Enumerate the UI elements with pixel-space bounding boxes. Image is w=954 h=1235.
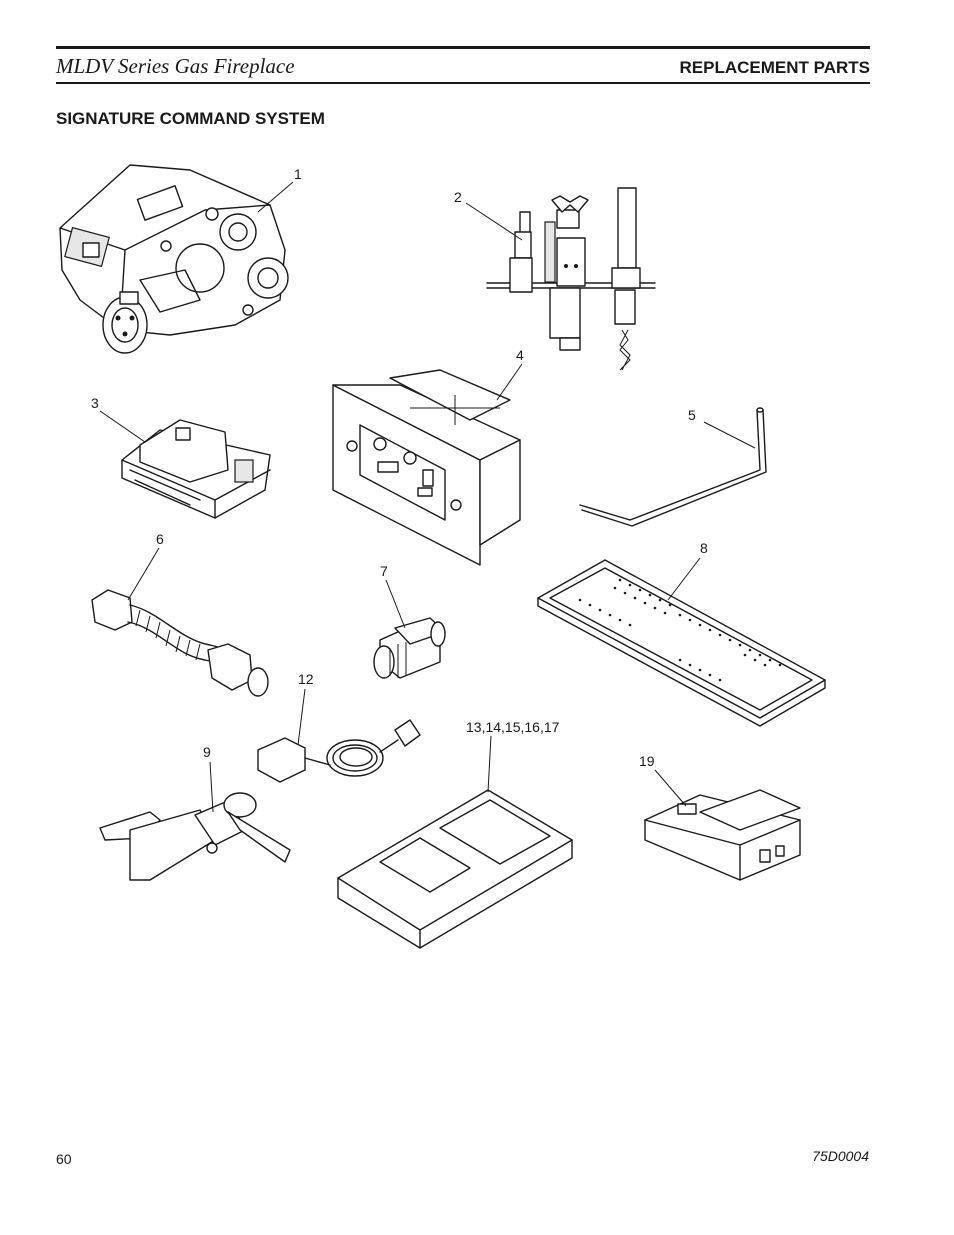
callout-9: 9 (203, 744, 211, 760)
callout-6: 6 (156, 531, 164, 547)
part-8-burner-plate (537, 559, 826, 727)
part-9-bracket (99, 792, 291, 881)
callout-4: 4 (516, 347, 524, 363)
section-tag: REPLACEMENT PARTS (679, 58, 870, 77)
callout-12: 12 (298, 671, 314, 687)
part-12-power-adapter (257, 719, 421, 783)
callout-19: 19 (639, 753, 655, 769)
header-top-rule (56, 46, 870, 49)
page-number: 60 (56, 1151, 72, 1167)
callout-numbers: 1 2 4 3 5 6 8 7 12 13,14,15,16,17 9 19 (91, 166, 708, 769)
document-number: 75D0004 (812, 1148, 869, 1164)
part-19-receiver (644, 789, 801, 881)
callout-3: 3 (91, 395, 99, 411)
callout-8: 8 (700, 540, 708, 556)
part-1-gas-valve (59, 164, 289, 354)
part-2-pilot-assembly (486, 187, 656, 371)
part-7-fitting (373, 617, 446, 679)
header-bottom-rule (56, 82, 870, 84)
callout-13-17: 13,14,15,16,17 (466, 719, 560, 735)
callout-2: 2 (454, 189, 462, 205)
part-3-control-module (121, 419, 271, 519)
leader-lines (99, 181, 756, 813)
callout-1: 1 (294, 166, 302, 182)
part-6-flex-connector (91, 589, 269, 697)
document-title: MLDV Series Gas Fireplace (56, 54, 295, 78)
part-5-rod (579, 407, 767, 527)
section-heading: SIGNATURE COMMAND SYSTEM (56, 109, 325, 128)
parts-13-17-remote (337, 789, 573, 949)
callout-5: 5 (688, 407, 696, 423)
callout-7: 7 (380, 563, 388, 579)
part-4-receiver-panel (332, 369, 521, 566)
